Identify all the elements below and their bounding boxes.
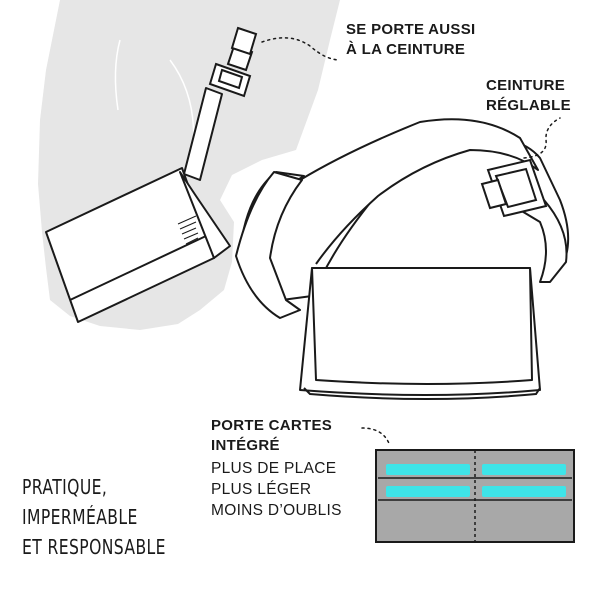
- silhouette-fold-line-2: [114, 39, 121, 111]
- card-slot-highlight: [482, 486, 566, 497]
- card-slot-highlight: [386, 486, 470, 497]
- left-bag-strap: [183, 87, 223, 181]
- left-belt-bag: [45, 167, 231, 323]
- card-holder-line-2: INTÉGRÉ: [211, 437, 280, 454]
- large-bag-buckle-icon: [480, 158, 548, 218]
- card-holder-illustration: [375, 449, 575, 543]
- large-bag-belt-left: [235, 171, 303, 319]
- tagline-line-2: IMPERMÉABLE: [22, 505, 138, 529]
- left-bag-label-icon: [177, 215, 199, 245]
- large-bag-belt-right: [519, 199, 568, 283]
- leader-line-belt: [261, 37, 341, 61]
- left-buckle-icon: [208, 62, 252, 98]
- feature-item: PLUS LÉGER: [211, 481, 312, 498]
- large-bag-belt-band: [299, 118, 539, 265]
- left-strap-top: [230, 26, 258, 56]
- leader-line-cards: [361, 427, 391, 447]
- belt-also-line-1: SE PORTE AUSSI: [346, 21, 476, 38]
- leader-line-adjustable: [523, 117, 561, 159]
- feature-item: MOINS D’OUBLIS: [211, 502, 342, 519]
- tagline-line-1: PRATIQUE,: [22, 475, 108, 499]
- card-slot-highlight: [482, 464, 566, 475]
- large-belt-bag: [299, 267, 541, 400]
- feature-item: PLUS DE PLACE: [211, 460, 337, 477]
- adjustable-belt-line-2: RÉGLABLE: [486, 97, 571, 114]
- adjustable-belt-line-1: CEINTURE: [486, 77, 566, 94]
- belt-also-line-2: À LA CEINTURE: [346, 41, 466, 58]
- feature-list: PLUS DE PLACE PLUS LÉGER MOINS D’OUBLIS: [211, 458, 342, 521]
- card-holder-label: PORTE CARTES INTÉGRÉ: [211, 416, 332, 456]
- card-holder-line-1: PORTE CARTES: [211, 417, 333, 434]
- tagline: PRATIQUE, IMPERMÉABLE ET RESPONSABLE: [22, 472, 166, 562]
- adjustable-belt-label: CEINTURE RÉGLABLE: [486, 76, 571, 116]
- tagline-line-3: ET RESPONSABLE: [22, 535, 166, 559]
- card-slot-highlight: [386, 464, 470, 475]
- belt-also-label: SE PORTE AUSSI À LA CEINTURE: [346, 20, 476, 60]
